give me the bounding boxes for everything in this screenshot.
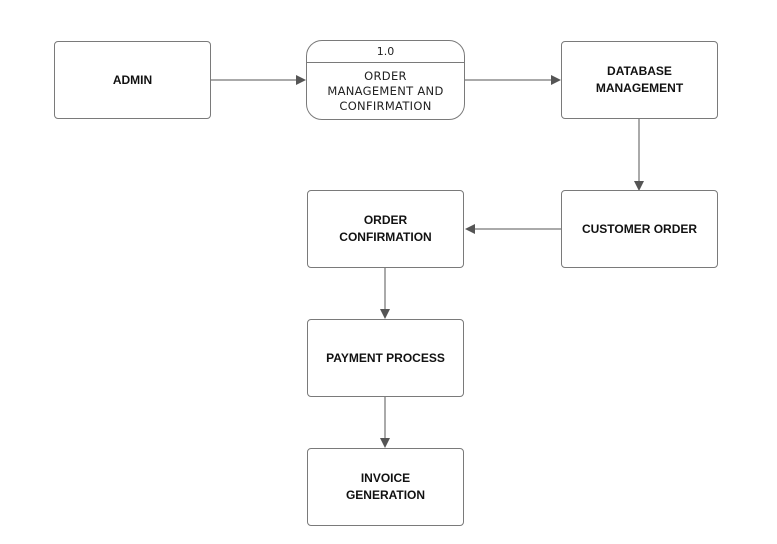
database-management-entity: DATABASE MANAGEMENT <box>561 41 718 119</box>
admin-label: ADMIN <box>112 72 153 87</box>
order-confirmation-label: ORDER CONFIRMATION <box>339 213 432 244</box>
payment-process-entity: PAYMENT PROCESS <box>307 319 464 397</box>
order-confirmation-entity: ORDER CONFIRMATION <box>307 190 464 268</box>
invoice-generation-label: INVOICE GENERATION <box>345 471 426 502</box>
process-id: 1.0 <box>307 41 464 63</box>
customer-order-label: CUSTOMER ORDER <box>581 221 698 236</box>
process-label: ORDER MANAGEMENT AND CONFIRMATION <box>327 69 444 113</box>
admin-entity: ADMIN <box>54 41 211 119</box>
invoice-generation-entity: INVOICE GENERATION <box>307 448 464 526</box>
customer-order-entity: CUSTOMER ORDER <box>561 190 718 268</box>
order-management-process: 1.0 ORDER MANAGEMENT AND CONFIRMATION <box>306 40 465 120</box>
database-management-label: DATABASE MANAGEMENT <box>595 64 684 95</box>
payment-process-label: PAYMENT PROCESS <box>326 350 445 365</box>
